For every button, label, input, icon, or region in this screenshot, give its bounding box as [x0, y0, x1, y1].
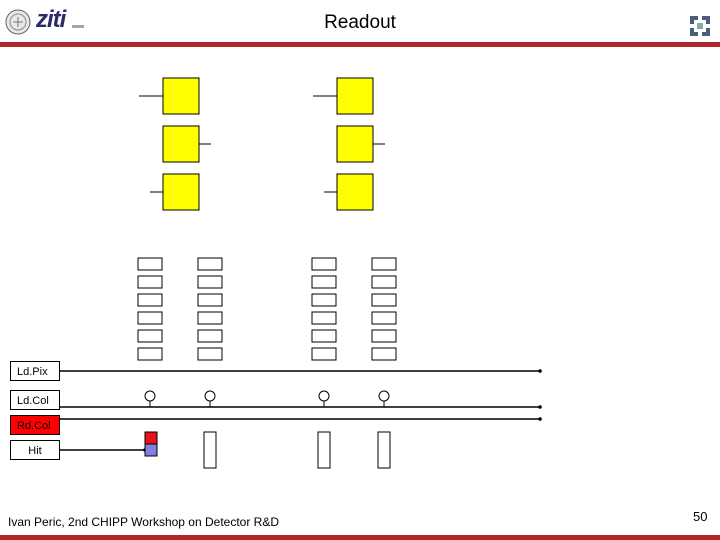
- register-cell: [371, 329, 397, 343]
- register-cell: [137, 257, 163, 271]
- university-seal-icon: [688, 14, 712, 38]
- ldcol-label: Ld.Col: [10, 390, 60, 410]
- register-cell: [311, 275, 337, 289]
- register-cell: [137, 347, 163, 361]
- register-cell: [371, 275, 397, 289]
- register-cell: [371, 347, 397, 361]
- rdcol-label: Rd.Col: [10, 415, 60, 435]
- column-tap: [144, 390, 156, 402]
- register-cell: [311, 257, 337, 271]
- hit-latch-blue: [144, 443, 158, 457]
- register-cell: [371, 293, 397, 307]
- column-tap: [204, 390, 216, 402]
- pixel-cell: [162, 77, 200, 115]
- register-cell: [137, 293, 163, 307]
- hit-latch: [203, 431, 217, 469]
- logo-dots: [72, 17, 84, 28]
- register-cell: [311, 311, 337, 325]
- ziti-logo: ziti: [36, 6, 66, 33]
- hit-latch: [317, 431, 331, 469]
- register-cell: [311, 347, 337, 361]
- pixel-cell: [162, 125, 200, 163]
- register-cell: [197, 293, 223, 307]
- pixel-cell: [336, 125, 374, 163]
- slide-title: Readout: [324, 12, 396, 33]
- ldpix-label: Ld.Pix: [10, 361, 60, 381]
- register-cell: [197, 311, 223, 325]
- register-cell: [197, 347, 223, 361]
- register-cell: [311, 329, 337, 343]
- register-cell: [371, 311, 397, 325]
- hit-label: Hit: [10, 440, 60, 460]
- footer-bar: [0, 535, 720, 540]
- register-cell: [371, 257, 397, 271]
- register-cell: [137, 311, 163, 325]
- register-cell: [137, 329, 163, 343]
- column-tap: [378, 390, 390, 402]
- register-cell: [311, 293, 337, 307]
- footer-text: Ivan Peric, 2nd CHIPP Workshop on Detect…: [8, 515, 280, 529]
- register-stack: [137, 257, 397, 361]
- seal-logo-left: [5, 9, 31, 35]
- register-cell: [197, 329, 223, 343]
- header-bar: [0, 42, 720, 47]
- register-cell: [197, 257, 223, 271]
- hit-latch: [377, 431, 391, 469]
- pixel-cell: [336, 173, 374, 211]
- hit-latch-red: [144, 431, 158, 445]
- register-cell: [197, 275, 223, 289]
- column-taps: [144, 390, 390, 407]
- column-tap: [318, 390, 330, 402]
- page-number: 50: [693, 509, 708, 524]
- pixel-cell: [336, 77, 374, 115]
- register-cell: [137, 275, 163, 289]
- pixel-cell: [162, 173, 200, 211]
